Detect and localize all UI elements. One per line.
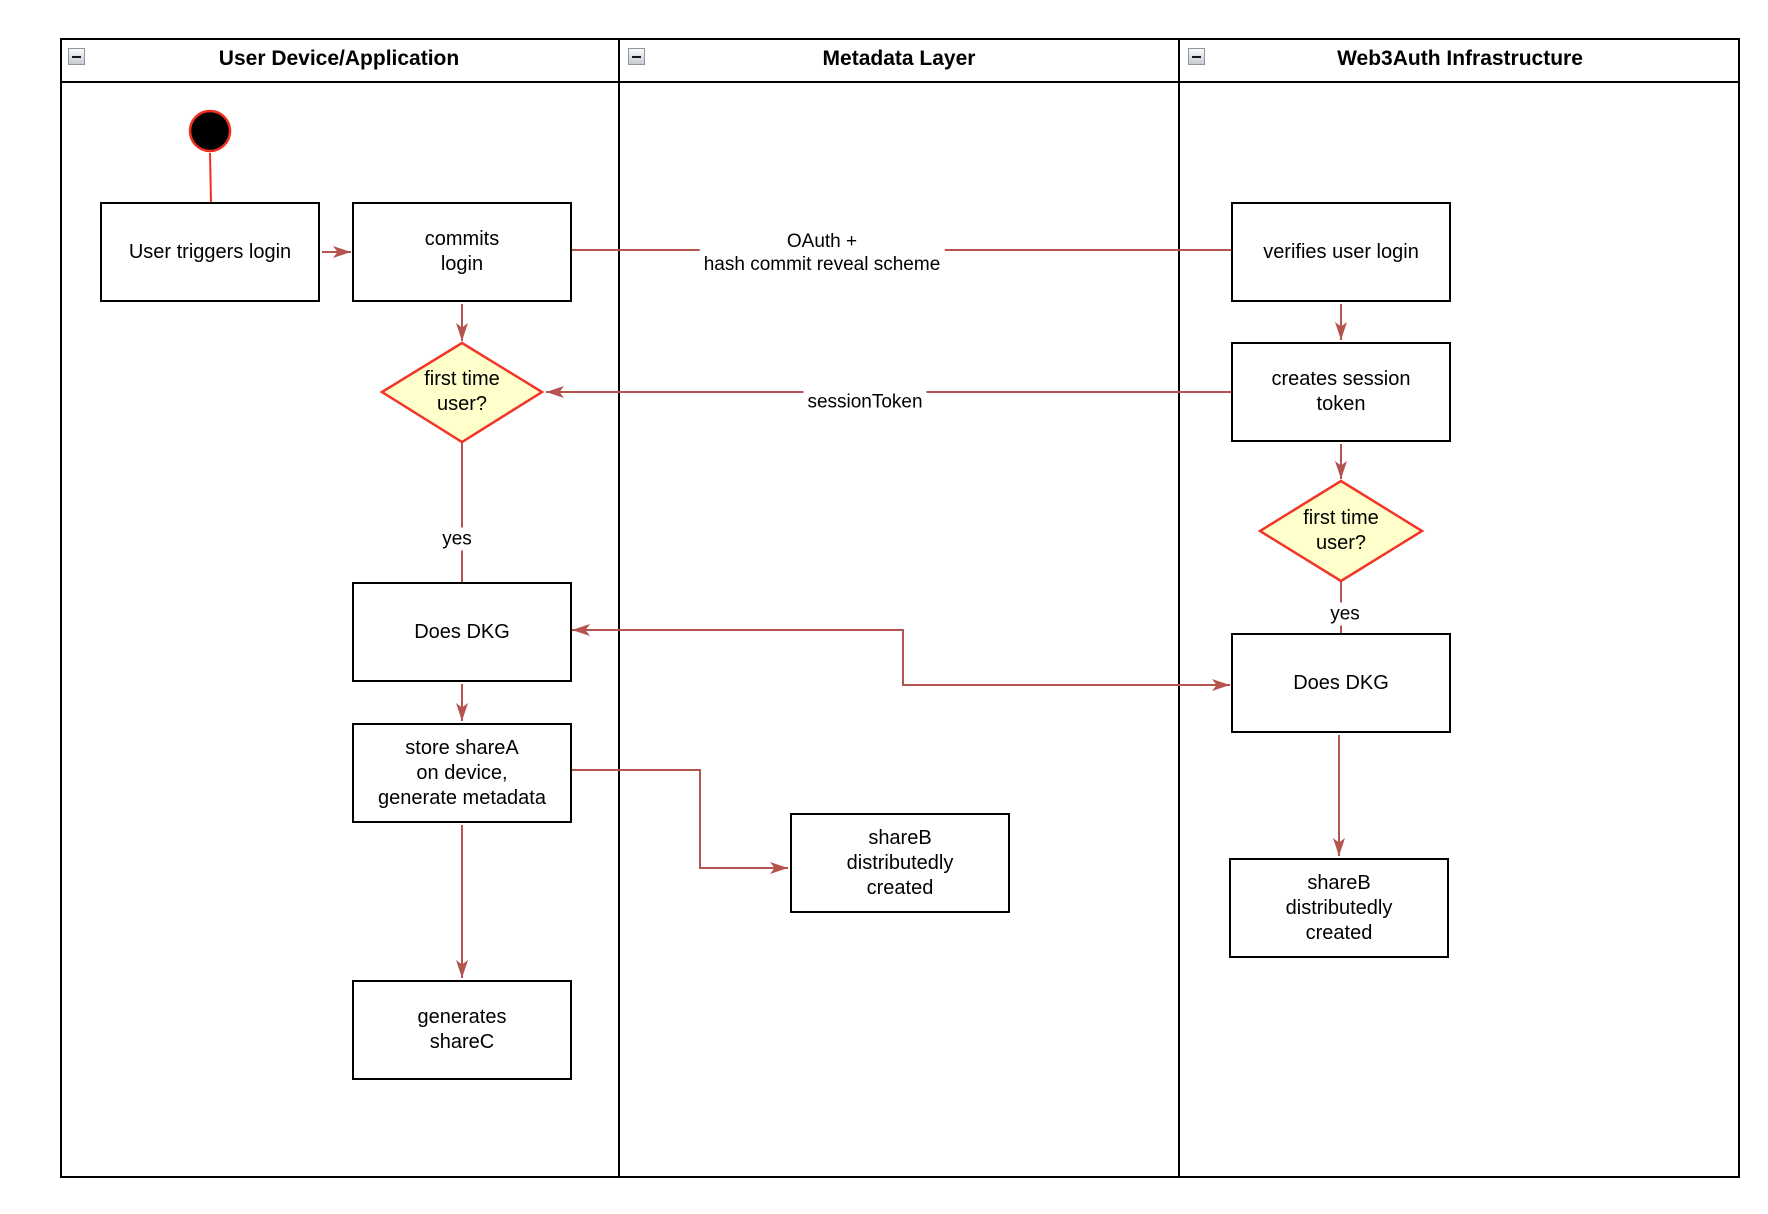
start-node[interactable] <box>188 109 232 153</box>
node-store-sharea[interactable]: store shareA on device, generate metadat… <box>352 723 572 823</box>
lane-title-metadata-layer: Metadata Layer <box>822 47 976 70</box>
minus-icon <box>72 55 81 58</box>
edge-dkg-between-device-and-web3auth[interactable] <box>572 624 1230 691</box>
lane-title-web3auth-infrastructure: Web3Auth Infrastructure <box>1337 47 1583 70</box>
lane-title-user-device: User Device/Application <box>218 47 460 70</box>
node-generates-sharec[interactable]: generates shareC <box>352 980 572 1080</box>
minus-icon <box>1192 55 1201 58</box>
node-shareb-web3auth[interactable]: shareB distributedly created <box>1229 858 1449 958</box>
edge-label-yes-device: yes <box>438 527 476 551</box>
node-shareb-metadata[interactable]: shareB distributedly created <box>790 813 1010 913</box>
node-verifies-user-login[interactable]: verifies user login <box>1231 202 1451 302</box>
collapse-lane-user-device-button[interactable] <box>68 48 85 65</box>
decision-first-time-user-device[interactable] <box>379 341 545 444</box>
edge-label-session-token: sessionToken <box>803 390 927 414</box>
decision-first-time-user-web3auth[interactable] <box>1257 479 1425 583</box>
node-does-dkg-device[interactable]: Does DKG <box>352 582 572 682</box>
decision-label-first-time-user-device: first time user? <box>424 368 500 415</box>
lane-divider-2 <box>1178 38 1180 1178</box>
node-creates-session-token[interactable]: creates session token <box>1231 342 1451 442</box>
swimlane-frame <box>60 38 1740 1178</box>
lane-divider-1 <box>618 38 620 1178</box>
edge-store-sharea-to-shareb-metadata[interactable] <box>572 769 788 874</box>
decision-label-first-time-user-web3auth: first time user? <box>1303 507 1379 554</box>
edge-start-to-user-triggers-login[interactable] <box>209 152 212 203</box>
collapse-lane-metadata-button[interactable] <box>628 48 645 65</box>
minus-icon <box>632 55 641 58</box>
edge-label-oauth: OAuth + hash commit reveal scheme <box>699 230 945 276</box>
lane-header-separator <box>60 81 1740 83</box>
node-does-dkg-web3auth[interactable]: Does DKG <box>1231 633 1451 733</box>
collapse-lane-web3auth-button[interactable] <box>1188 48 1205 65</box>
edge-label-yes-web3auth: yes <box>1326 602 1364 626</box>
node-user-triggers-login[interactable]: User triggers login <box>100 202 320 302</box>
node-commits-login[interactable]: commits login <box>352 202 572 302</box>
